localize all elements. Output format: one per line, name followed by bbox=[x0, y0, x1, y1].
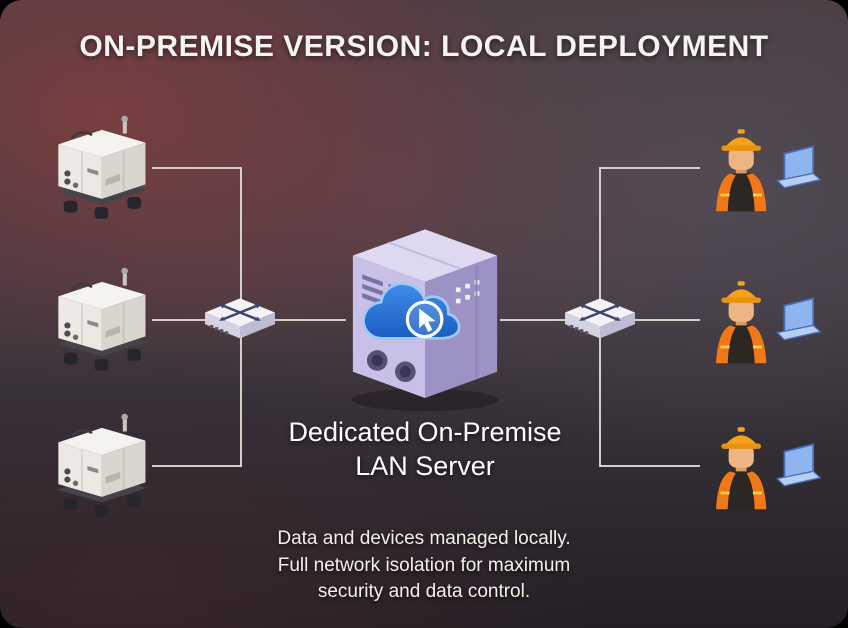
worker-with-laptop-icon-3 bbox=[698, 420, 824, 512]
caption-line1: Data and devices managed locally. bbox=[277, 528, 571, 549]
connector-bus-to-worker1 bbox=[600, 167, 700, 169]
server-label: Dedicated On-Premise LAN Server bbox=[245, 416, 605, 484]
worker-with-laptop-icon-1 bbox=[698, 122, 824, 214]
worker-with-laptop-icon-2 bbox=[698, 274, 824, 366]
server-label-line1: Dedicated On-Premise bbox=[288, 417, 562, 447]
machine-icon-3 bbox=[42, 410, 160, 522]
machine-icon-2 bbox=[42, 264, 160, 376]
connector-bus-to-worker2 bbox=[600, 319, 700, 321]
network-switch-left-icon bbox=[200, 289, 280, 351]
caption-line2: Full network isolation for maximum bbox=[277, 554, 571, 576]
cloud-cursor-icon bbox=[352, 266, 470, 360]
caption: Data and devices managed locally. Full n… bbox=[174, 526, 674, 606]
connector-server-to-right-switch bbox=[500, 319, 600, 321]
connector-machine3-to-bus bbox=[152, 465, 241, 467]
network-switch-right-icon bbox=[560, 289, 640, 351]
connector-bus-to-worker3 bbox=[600, 465, 700, 467]
connector-machine1-to-bus bbox=[152, 167, 241, 169]
machine-icon-1 bbox=[42, 112, 160, 224]
caption-line3: security and data control. bbox=[317, 581, 531, 603]
page-title: ON-PREMISE VERSION: LOCAL DEPLOYMENT bbox=[79, 30, 769, 63]
server-label-line2: LAN Server bbox=[355, 450, 495, 481]
